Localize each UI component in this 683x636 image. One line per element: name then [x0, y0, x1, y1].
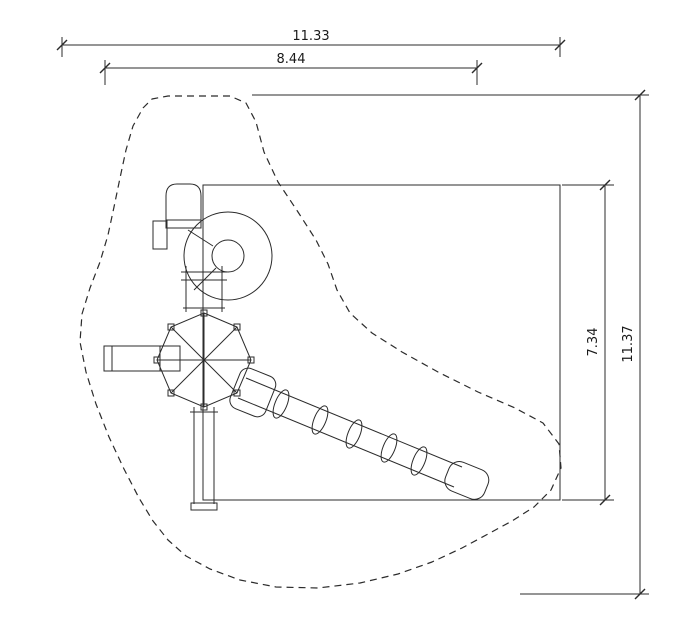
dim-tick — [634, 89, 646, 101]
equipment-area-rect — [202, 184, 561, 501]
tube-flange-line — [193, 267, 217, 291]
slide-hood — [229, 367, 277, 418]
tube-outer-ring — [183, 211, 273, 301]
tube-inner-ring — [211, 239, 245, 273]
transfer-bridge — [103, 345, 181, 372]
equipment-area — [202, 184, 561, 501]
slide-ring — [380, 433, 398, 463]
ladder-end-cap — [190, 502, 218, 511]
playground-structure — [103, 183, 490, 511]
deck-spoke — [170, 326, 205, 361]
dim-overall-width: 11.33 — [56, 29, 566, 57]
use-zone — [79, 95, 562, 589]
bridge-body — [103, 345, 181, 372]
dim-label-inner-width: 8.44 — [277, 52, 306, 67]
tube-flange-line — [187, 229, 214, 247]
dim-label-inner-height: 7.34 — [586, 328, 601, 357]
slide-exit — [444, 461, 490, 500]
deck-spoke — [203, 326, 238, 361]
slide-ring — [311, 405, 329, 435]
deck-post — [200, 309, 208, 317]
deck-post — [233, 323, 241, 331]
deck-post — [167, 389, 175, 397]
dim-inner-height: 7.34 — [562, 179, 614, 506]
spiral-tube-slide — [152, 183, 273, 312]
deck-post — [247, 356, 255, 364]
dim-tick — [599, 494, 611, 506]
deck-post — [167, 323, 175, 331]
deck-spoke — [170, 359, 205, 394]
tower-deck — [153, 309, 255, 411]
deck-spoke — [203, 359, 238, 394]
deck-post — [200, 403, 208, 411]
slide-ring — [410, 446, 428, 476]
dim-label-overall-width: 11.33 — [292, 29, 329, 44]
dim-tick — [634, 588, 646, 600]
dim-tick — [471, 62, 483, 74]
dim-label-overall-height: 11.37 — [621, 325, 636, 362]
entry-side-panel — [152, 220, 168, 250]
lower-attachment — [190, 407, 218, 511]
deck-post — [233, 389, 241, 397]
slide-ring — [345, 419, 363, 449]
dim-overall-height: 11.37 — [252, 89, 649, 600]
slide-ring — [272, 389, 290, 419]
dim-inner-width: 8.44 — [99, 52, 483, 85]
dim-tick — [99, 62, 111, 74]
dim-tick — [56, 39, 68, 51]
use-zone-boundary — [79, 95, 562, 589]
straight-slide — [229, 367, 490, 500]
slide-entry-section — [165, 183, 202, 229]
dim-tick — [599, 179, 611, 191]
dim-tick — [554, 39, 566, 51]
